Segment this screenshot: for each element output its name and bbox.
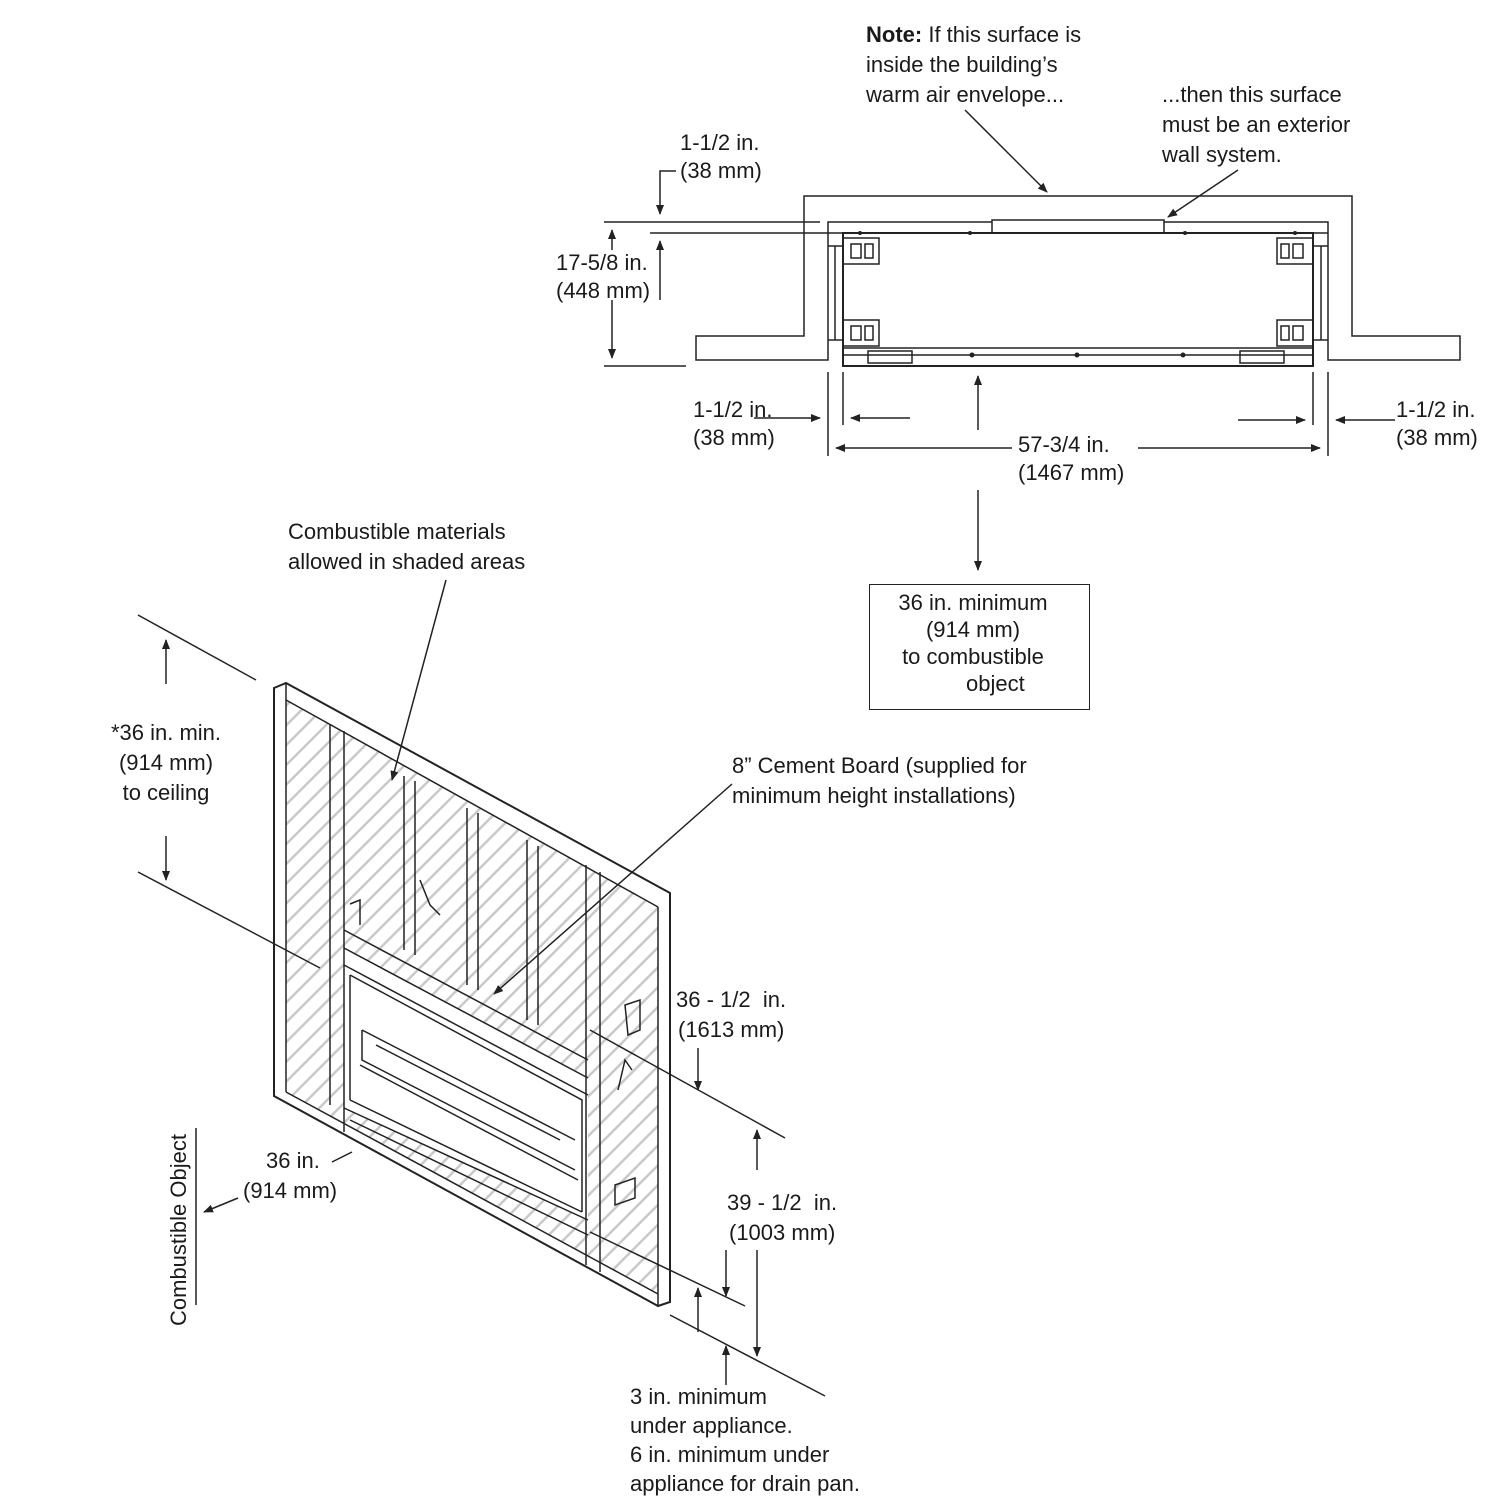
note-text: Note: If this surface is xyxy=(866,20,1081,50)
opening-mm: (1003 mm) xyxy=(729,1220,836,1245)
front-clearance-line4: object xyxy=(966,671,1025,696)
ceiling-line2: (914 mm) xyxy=(118,750,214,775)
note-label: Note: xyxy=(866,22,923,47)
side-in: 36 in. xyxy=(266,1148,320,1173)
wall-studs xyxy=(329,725,601,1272)
height-mm: (1613 mm) xyxy=(678,1017,785,1042)
then-line2: must be an exterior xyxy=(1162,112,1351,137)
under-line3: 6 in. minimum under xyxy=(630,1442,830,1467)
opening-in: 39 - 1/2 in. xyxy=(727,1190,838,1215)
dim-width-mm: (1467 mm) xyxy=(1018,460,1125,485)
ceiling-line1: *36 in. min. xyxy=(110,720,222,745)
under-line4: appliance for drain pan. xyxy=(630,1471,860,1496)
note-line2: inside the building’s xyxy=(866,52,1058,77)
then-line3: wall system. xyxy=(1162,142,1282,167)
mounting-bracket-icon xyxy=(842,237,1314,364)
note-line3: warm air envelope... xyxy=(866,82,1065,107)
dim-width-in: 57-3/4 in. xyxy=(1018,432,1110,457)
combustible-object-label: Combustible Object xyxy=(166,1134,191,1326)
dim-left-mm: (38 mm) xyxy=(693,425,775,450)
dim-right-mm: (38 mm) xyxy=(1396,425,1478,450)
plan-view xyxy=(604,109,1461,571)
cement-line2: minimum height installations) xyxy=(732,783,1016,808)
dim-depth-mm: (448 mm) xyxy=(556,278,651,303)
front-clearance-line3: to combustible xyxy=(902,644,1044,669)
front-clearance-box xyxy=(869,584,1090,710)
dim-depth-in: 17-5/8 in. xyxy=(556,250,648,275)
front-clearance-line2: (914 mm) xyxy=(925,617,1021,642)
isometric-view xyxy=(137,579,826,1397)
under-line1: 3 in. minimum xyxy=(630,1384,767,1409)
appliance-plan xyxy=(842,232,1314,367)
dim-top-mm: (38 mm) xyxy=(680,158,762,183)
then-line1: ...then this surface xyxy=(1162,82,1342,107)
combustible-line2: allowed in shaded areas xyxy=(288,549,526,574)
combustible-line1: Combustible materials xyxy=(288,519,506,544)
side-mm: (914 mm) xyxy=(243,1178,338,1203)
chase-wall-outline xyxy=(695,195,1461,361)
ceiling-line3: to ceiling xyxy=(122,780,210,805)
dim-top-in: 1-1/2 in. xyxy=(680,130,760,155)
cement-line1: 8” Cement Board (supplied for xyxy=(732,753,1027,778)
height-in: 36 - 1/2 in. xyxy=(676,987,787,1012)
fireplace-unit xyxy=(343,879,589,1236)
note-line1: If this surface is xyxy=(922,22,1082,47)
dim-right-in: 1-1/2 in. xyxy=(1396,397,1476,422)
under-line2: under appliance. xyxy=(630,1413,793,1438)
exterior-wall-segment xyxy=(991,219,1165,234)
front-clearance-line1: 36 in. minimum xyxy=(898,590,1048,615)
dim-left-in: 1-1/2 in. xyxy=(693,397,773,422)
